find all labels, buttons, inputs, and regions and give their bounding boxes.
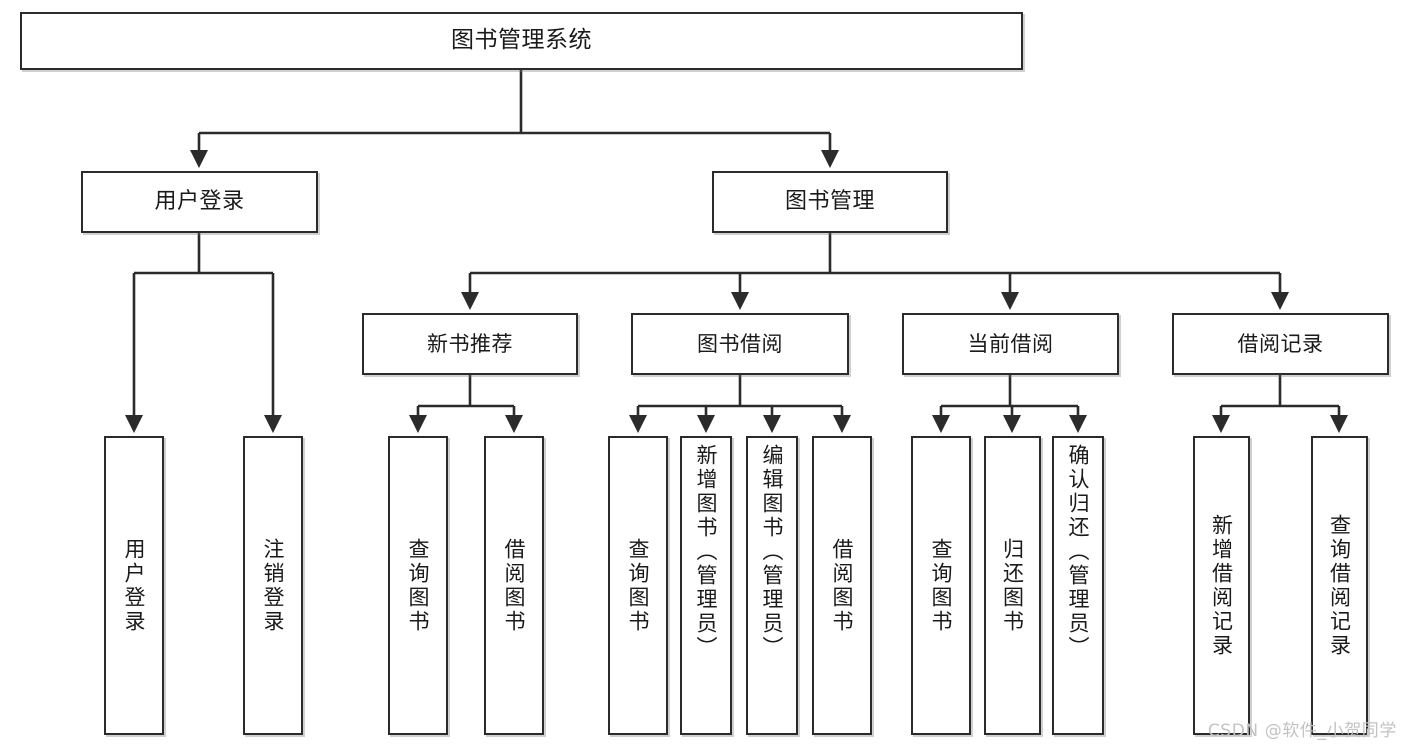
node-leaf-user-logout-label: 注销登录 [261, 537, 286, 634]
node-leaf-query-book-2-label: 查询图书 [626, 537, 651, 634]
node-book-manage-label: 图书管理 [784, 189, 875, 215]
node-leaf-add-borrow-record-label: 新增借阅记录 [1209, 513, 1234, 658]
node-current-borrow[interactable]: 当前借阅 [902, 313, 1119, 375]
node-book-borrow[interactable]: 图书借阅 [631, 313, 849, 375]
node-leaf-add-borrow-record[interactable]: 新增借阅记录 [1193, 436, 1250, 735]
node-leaf-query-book-1[interactable]: 查询图书 [388, 436, 448, 735]
node-leaf-user-login-label: 用户登录 [122, 537, 147, 634]
node-borrow-record[interactable]: 借阅记录 [1172, 313, 1389, 375]
node-leaf-borrow-book-1-label: 借阅图书 [502, 537, 527, 634]
node-leaf-return-book-label: 归还图书 [1000, 537, 1025, 634]
node-root[interactable]: 图书管理系统 [20, 12, 1023, 70]
node-leaf-add-book-admin[interactable]: 新增图书（管理员） [680, 436, 732, 735]
node-leaf-user-login[interactable]: 用户登录 [104, 436, 164, 735]
node-current-borrow-label: 当前借阅 [967, 331, 1054, 356]
node-leaf-user-logout[interactable]: 注销登录 [243, 436, 303, 735]
node-leaf-edit-book-admin-label: 编辑图书（管理员） [760, 444, 785, 660]
node-user-login-label: 用户登录 [154, 189, 245, 215]
node-leaf-edit-book-admin[interactable]: 编辑图书（管理员） [746, 436, 798, 735]
node-leaf-borrow-book-1[interactable]: 借阅图书 [484, 436, 544, 735]
node-leaf-query-borrow-record[interactable]: 查询借阅记录 [1311, 436, 1368, 735]
node-leaf-query-book-1-label: 查询图书 [406, 537, 431, 634]
node-leaf-query-book-3-label: 查询图书 [929, 537, 954, 634]
node-leaf-borrow-book-2-label: 借阅图书 [830, 537, 855, 634]
node-user-login[interactable]: 用户登录 [81, 171, 318, 233]
node-leaf-return-book[interactable]: 归还图书 [984, 436, 1041, 735]
node-book-manage[interactable]: 图书管理 [712, 171, 948, 233]
node-leaf-borrow-book-2[interactable]: 借阅图书 [812, 436, 872, 735]
node-leaf-confirm-return-admin[interactable]: 确认归还（管理员） [1052, 436, 1104, 735]
node-root-label: 图书管理系统 [451, 27, 592, 54]
node-leaf-add-book-admin-label: 新增图书（管理员） [694, 444, 719, 660]
node-leaf-query-book-2[interactable]: 查询图书 [608, 436, 668, 735]
node-new-book-recommend[interactable]: 新书推荐 [362, 313, 578, 375]
node-leaf-query-borrow-record-label: 查询借阅记录 [1327, 513, 1352, 658]
node-borrow-record-label: 借阅记录 [1237, 331, 1324, 356]
node-leaf-confirm-return-admin-label: 确认归还（管理员） [1066, 444, 1091, 660]
node-new-book-recommend-label: 新书推荐 [427, 331, 513, 356]
node-leaf-query-book-3[interactable]: 查询图书 [911, 436, 971, 735]
node-book-borrow-label: 图书借阅 [697, 331, 783, 356]
